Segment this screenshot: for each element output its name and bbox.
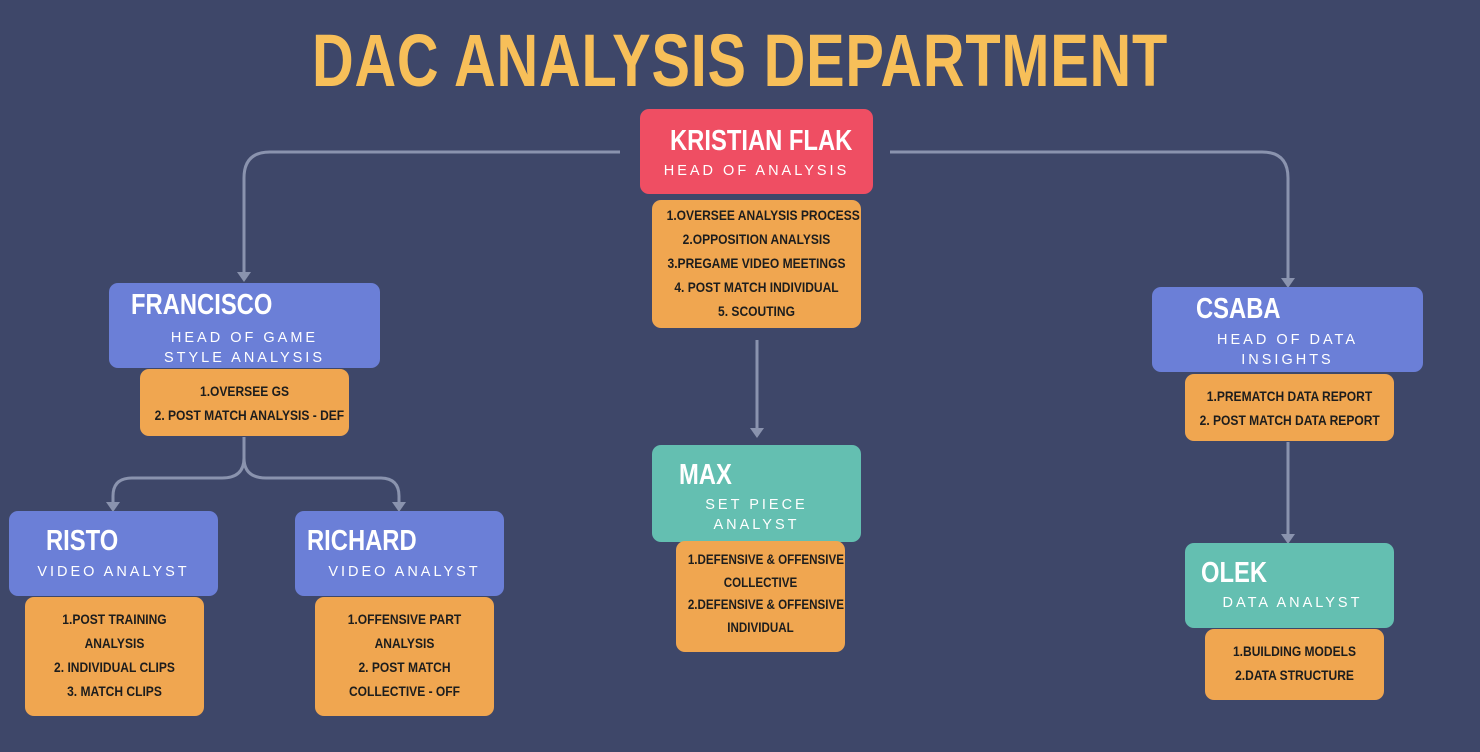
task-item: 1.OFFENSIVE PART [347, 611, 462, 627]
task-item: 4. POST MATCH INDIVIDUAL [674, 279, 839, 295]
node-max: MAX SET PIECE ANALYST [652, 445, 861, 542]
task-item: COLLECTIVE - OFF [348, 683, 461, 699]
arrowhead-olek [1281, 534, 1295, 544]
tasks-richard: 1.OFFENSIVE PART ANALYSIS 2. POST MATCH … [315, 597, 494, 716]
node-role: HEAD OF ANALYSIS [663, 163, 850, 179]
connector-head-to-csaba [890, 150, 1290, 278]
task-item: COLLECTIVE [723, 574, 798, 590]
task-item: 3.PREGAME VIDEO MEETINGS [667, 255, 846, 271]
node-name: OLEK [1201, 557, 1268, 589]
node-role: HEAD OF GAME STYLE ANALYSIS [163, 330, 325, 366]
task-list: 1.PREMATCH DATA REPORT 2. POST MATCH DAT… [1185, 384, 1394, 432]
tasks-francisco: 1.OVERSEE GS 2. POST MATCH ANALYSIS - DE… [140, 369, 349, 436]
tasks-head-of-analysis: 1.OVERSEE ANALYSIS PROCESS 2.OPPOSITION … [652, 200, 861, 328]
node-role: VIDEO ANALYST [37, 564, 190, 580]
task-item: ANALYSIS [374, 635, 435, 651]
node-risto: RISTO VIDEO ANALYST [9, 511, 218, 596]
tasks-risto: 1.POST TRAINING ANALYSIS 2. INDIVIDUAL C… [25, 597, 204, 716]
task-item: 1.PREMATCH DATA REPORT [1206, 388, 1373, 404]
task-item: 2.DATA STRUCTURE [1235, 667, 1354, 683]
node-name: MAX [679, 459, 732, 491]
task-item: 2.OPPOSITION ANALYSIS [682, 231, 831, 247]
task-item: 1.POST TRAINING [62, 611, 167, 627]
task-item: 2.DEFENSIVE & OFFENSIVE [687, 597, 844, 612]
arrowhead-csaba [1281, 278, 1295, 288]
arrowhead-richard [392, 502, 406, 512]
node-name: RICHARD [307, 525, 417, 557]
task-item: 2. INDIVIDUAL CLIPS [54, 659, 175, 675]
task-list: 1.OVERSEE GS 2. POST MATCH ANALYSIS - DE… [140, 379, 349, 427]
node-olek: OLEK DATA ANALYST [1185, 543, 1394, 628]
task-item: 3. MATCH CLIPS [67, 683, 162, 699]
node-francisco: FRANCISCO HEAD OF GAME STYLE ANALYSIS [109, 283, 380, 368]
arrowhead-francisco [237, 272, 251, 282]
task-list: 1.BUILDING MODELS 2.DATA STRUCTURE [1205, 639, 1384, 687]
node-role: SET PIECE ANALYST [705, 497, 808, 533]
node-csaba: CSABA HEAD OF DATA INSIGHTS [1152, 287, 1423, 372]
task-item: 2. POST MATCH DATA REPORT [1199, 412, 1380, 428]
task-item: 5. SCOUTING [718, 303, 795, 319]
task-list: 1.OVERSEE ANALYSIS PROCESS 2.OPPOSITION … [652, 203, 861, 323]
task-list: 1.OFFENSIVE PART ANALYSIS 2. POST MATCH … [315, 607, 494, 703]
node-richard: RICHARD VIDEO ANALYST [295, 511, 504, 596]
node-name: FRANCISCO [131, 289, 273, 321]
arrowhead-risto [106, 502, 120, 512]
task-item: 2. POST MATCH [358, 659, 451, 675]
node-name: RISTO [46, 525, 119, 557]
task-item: 1.OVERSEE GS [199, 383, 289, 399]
node-role: VIDEO ANALYST [328, 564, 481, 580]
task-list: 1.DEFENSIVE & OFFENSIVE COLLECTIVE 2.DEF… [676, 549, 845, 639]
task-item: ANALYSIS [84, 635, 145, 651]
task-item: INDIVIDUAL [727, 619, 794, 635]
node-name: CSABA [1196, 293, 1281, 325]
task-list: 1.POST TRAINING ANALYSIS 2. INDIVIDUAL C… [25, 607, 204, 703]
task-item: 1.DEFENSIVE & OFFENSIVE [687, 552, 844, 567]
connector-head-to-francisco [242, 150, 620, 272]
diagram-title: DAC ANALYSIS DEPARTMENT [311, 19, 1169, 102]
connector-francisco-to-video [111, 437, 401, 502]
tasks-max: 1.DEFENSIVE & OFFENSIVE COLLECTIVE 2.DEF… [676, 541, 845, 652]
task-item: 1.OVERSEE ANALYSIS PROCESS [666, 207, 860, 223]
tasks-csaba: 1.PREMATCH DATA REPORT 2. POST MATCH DAT… [1185, 374, 1394, 441]
node-name: KRISTIAN FLAK [670, 125, 853, 157]
node-head-of-analysis: KRISTIAN FLAK HEAD OF ANALYSIS [640, 109, 873, 194]
task-item: 1.BUILDING MODELS [1232, 643, 1357, 659]
node-role: HEAD OF DATA INSIGHTS [1217, 332, 1358, 368]
node-role: DATA ANALYST [1222, 595, 1363, 611]
arrowhead-max [750, 428, 764, 438]
task-item: 2. POST MATCH ANALYSIS - DEF [154, 407, 345, 423]
tasks-olek: 1.BUILDING MODELS 2.DATA STRUCTURE [1205, 629, 1384, 700]
